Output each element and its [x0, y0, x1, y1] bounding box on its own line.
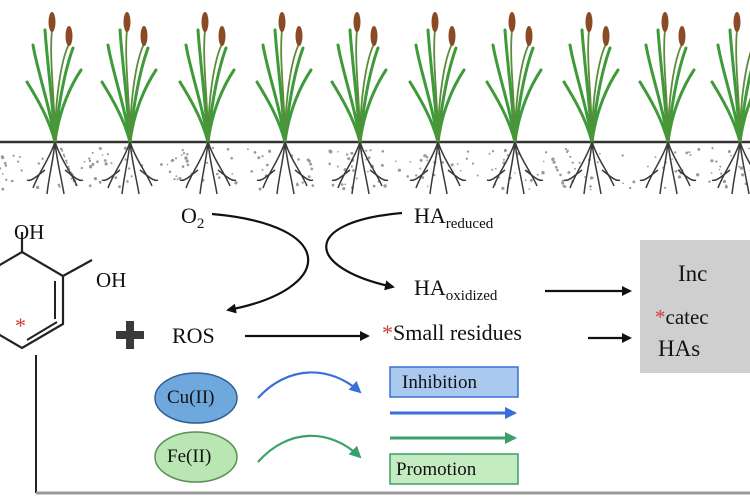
- small-residues-label: *Small residues: [382, 322, 522, 344]
- o2-subscript: 2: [196, 216, 205, 232]
- inhibition-label: Inhibition: [402, 372, 477, 393]
- promotion-box: [389, 453, 519, 485]
- fe-effect-arrow: [257, 434, 362, 463]
- o2-to-ros-arrow: [211, 212, 310, 314]
- cattail-plant: [255, 12, 314, 195]
- ha-reduced-subscript: reduced: [445, 216, 494, 232]
- ha-reduced-label: HAreduced: [414, 205, 493, 232]
- cu-effect-arrow: [257, 371, 362, 399]
- cattail-plant: [562, 12, 621, 195]
- double-bond-bottom: [26, 321, 58, 341]
- benzene-ring: [0, 250, 65, 350]
- result-line-2-text: catec: [665, 305, 709, 329]
- ha-oxidized-subscript: oxidized: [445, 288, 498, 304]
- fe-label: Fe(II): [167, 446, 212, 467]
- bond-oh-right: [62, 259, 93, 277]
- cattail-plant: [638, 12, 697, 195]
- o2-base: O: [181, 203, 197, 228]
- cattail-plant: [485, 12, 544, 195]
- plus-sign: [116, 321, 144, 349]
- residue-asterisk: *: [382, 320, 393, 345]
- cattail-plant: [330, 12, 389, 195]
- result-line-1: Inc: [678, 261, 708, 286]
- cattail-plant: [25, 12, 84, 195]
- wetland-plants: [25, 12, 750, 195]
- ha-oxidized-label: HAoxidized: [414, 277, 497, 304]
- ring-asterisk: *: [15, 313, 26, 338]
- inhibition-box: [389, 366, 519, 398]
- soil-layer: [0, 140, 750, 194]
- catechol-molecule: [0, 232, 750, 495]
- cattail-plant: [178, 12, 237, 195]
- ha-oxidized-base: HA: [414, 275, 446, 300]
- ros-label: ROS: [172, 323, 215, 348]
- promotion-label: Promotion: [396, 459, 477, 480]
- cu-ellipse: [154, 372, 238, 424]
- cattail-plant: [408, 12, 467, 195]
- oh-top-label: OH: [14, 220, 45, 244]
- cu-label: Cu(II): [167, 387, 215, 408]
- oh-right-label: OH: [96, 268, 127, 292]
- cattail-plant: [710, 12, 750, 195]
- ha-reduced-base: HA: [414, 203, 446, 228]
- cattail-plant: [100, 12, 159, 195]
- result-box: [640, 240, 750, 373]
- ha-reduced-to-oxidized-arrow: [325, 211, 403, 291]
- fe-ellipse: [154, 431, 238, 483]
- small-residues-text: Small residues: [393, 320, 522, 345]
- o2-label: O2: [181, 205, 204, 232]
- result-line-3: HAs: [658, 336, 701, 361]
- result-asterisk: *: [655, 305, 666, 329]
- result-line-2: *catec: [655, 304, 709, 330]
